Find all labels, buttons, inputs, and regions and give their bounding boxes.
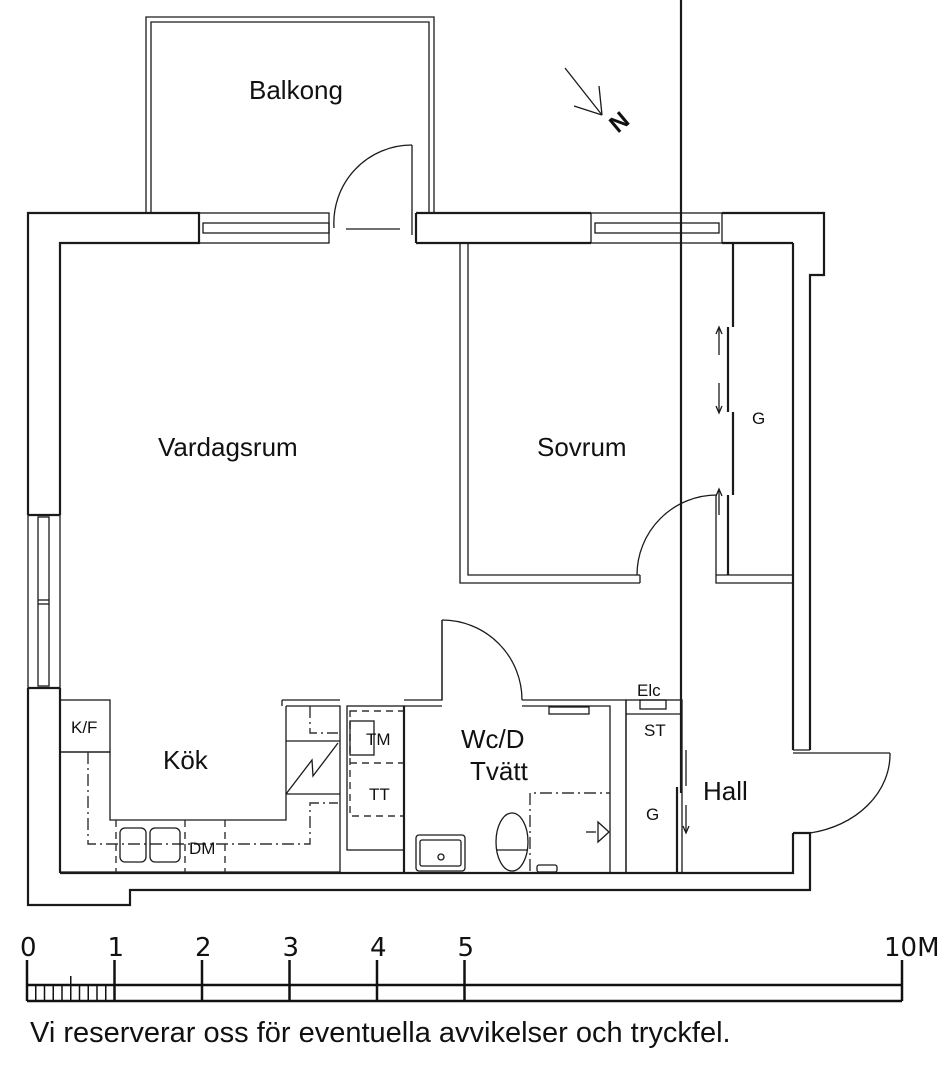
scale-tick-label: 10M [884, 933, 940, 963]
room-label-kitchen: Kök [163, 745, 209, 775]
window-bedroom-top [590, 212, 723, 244]
disclaimer-text: Vi reserverar oss för eventuella avvikel… [30, 1017, 731, 1049]
scale-tick-label: 4 [370, 933, 387, 963]
scale-tick-label: 1 [108, 933, 125, 963]
window-living-left [27, 514, 61, 689]
fixture-label-electrical: Elc [637, 681, 661, 700]
scale-tick-label: 0 [20, 933, 37, 963]
room-label-bathroom: Wc/D [461, 724, 525, 754]
kitchen-counter [59, 699, 341, 873]
entrance-door[interactable] [793, 752, 891, 834]
laundry-niche [346, 705, 405, 851]
bedroom-walls [459, 243, 793, 584]
scale-tick-label: 2 [195, 933, 212, 963]
bathroom-fixtures [415, 792, 610, 873]
scale-tick-label: 5 [458, 933, 475, 963]
room-label-laundry: Tvätt [470, 756, 529, 786]
bathroom-door[interactable] [441, 619, 523, 701]
kitchen-sink [119, 827, 181, 863]
fixture-label-washing-machine: TM [366, 730, 391, 749]
hall-closets [625, 0, 690, 874]
north-label: N [604, 107, 635, 139]
fixture-label-fridge-freezer: K/F [71, 718, 97, 737]
north-arrow-icon [564, 67, 603, 116]
room-label-living-room: Vardagsrum [158, 432, 298, 462]
wardrobe-arrows [715, 325, 723, 515]
fixture-label-wardrobe-hall: G [646, 805, 659, 824]
scale-bar: 0 1 2 3 4 5 10M [20, 933, 940, 1003]
window-living-top [198, 212, 330, 244]
fixture-label-wardrobe-bedroom: G [752, 409, 765, 428]
scale-tick-label: 3 [283, 933, 300, 963]
fixture-label-tumble-dryer: TT [369, 785, 390, 804]
fixture-label-dishwasher: DM [189, 839, 215, 858]
balcony [145, 16, 435, 213]
room-label-balcony: Balkong [249, 75, 343, 105]
fixture-label-cleaning-closet: ST [644, 721, 666, 740]
room-label-bedroom: Sovrum [537, 432, 627, 462]
balcony-door[interactable] [333, 144, 413, 235]
room-label-hall: Hall [703, 776, 748, 806]
bedroom-door[interactable] [636, 494, 718, 576]
